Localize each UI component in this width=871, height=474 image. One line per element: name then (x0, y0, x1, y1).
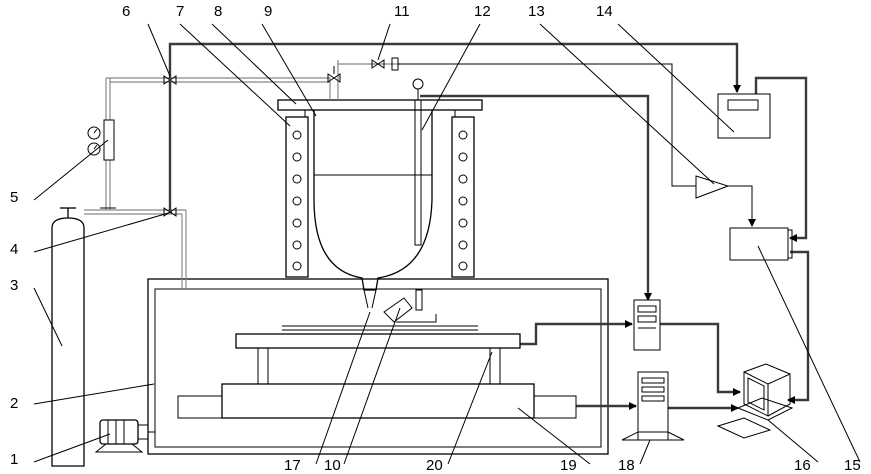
crucible (314, 110, 432, 308)
label-20: 20 (426, 457, 443, 474)
control-lines (170, 44, 808, 408)
label-16: 16 (794, 457, 811, 474)
label-2: 2 (10, 395, 18, 412)
label-4: 4 (10, 241, 18, 258)
pressure-regulator (88, 120, 116, 208)
label-10: 10 (324, 457, 341, 474)
device-15 (730, 228, 792, 260)
label-19: 19 (560, 457, 577, 474)
label-9: 9 (264, 3, 272, 20)
controller (634, 300, 660, 350)
computer-workstation (718, 364, 792, 438)
label-6: 6 (122, 3, 130, 20)
label-12: 12 (474, 3, 491, 20)
label-7: 7 (176, 3, 184, 20)
label-11: 11 (394, 3, 410, 20)
label-18: 18 (618, 457, 635, 474)
label-13: 13 (528, 3, 545, 20)
blade (384, 290, 436, 322)
label-8: 8 (214, 3, 222, 20)
gas-cylinder (52, 208, 84, 466)
label-5: 5 (10, 189, 18, 206)
label-3: 3 (10, 277, 18, 294)
amplifier (696, 176, 728, 198)
chamber (148, 279, 608, 454)
device-14 (718, 94, 770, 138)
label-14: 14 (596, 3, 613, 20)
furnace-left-wall (286, 117, 308, 277)
label-1: 1 (10, 451, 18, 468)
label-15: 15 (844, 457, 861, 474)
furnace-right-wall (452, 117, 474, 277)
thermocouple (413, 79, 423, 245)
label-17: 17 (284, 457, 301, 474)
